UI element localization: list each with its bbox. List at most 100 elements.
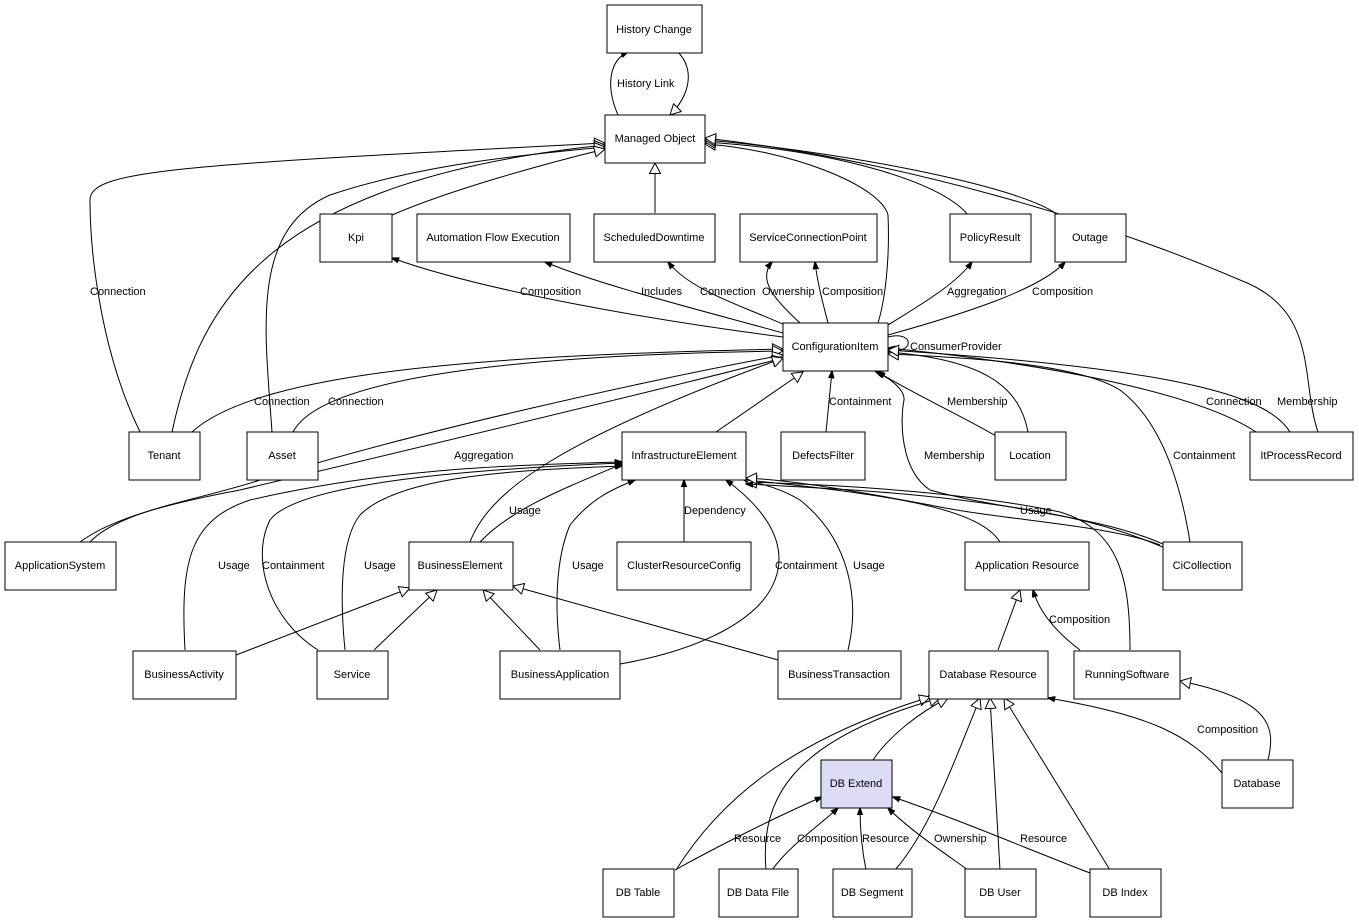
node-db-index[interactable]: DB Index — [1089, 868, 1162, 918]
node-label: BusinessElement — [418, 560, 503, 572]
edge-label: Usage — [218, 560, 250, 572]
node-outage[interactable]: Outage — [1054, 213, 1127, 263]
node-configuration-item[interactable]: ConfigurationItem — [782, 322, 889, 372]
edge-dbsegment-dbextend — [860, 808, 867, 871]
node-managed-object[interactable]: Managed Object — [604, 114, 706, 164]
edge-label: Connection — [254, 396, 310, 408]
node-policy-result[interactable]: PolicyResult — [949, 213, 1032, 263]
node-ci-collection[interactable]: CiCollection — [1162, 541, 1243, 591]
edge-label: Composition — [797, 833, 858, 845]
edge-ci-automation — [545, 262, 784, 334]
node-label: ConfigurationItem — [792, 341, 879, 353]
edge-businesstxn-businesselement — [513, 586, 779, 661]
node-label: Tenant — [147, 450, 180, 462]
edge-label: Containment — [1173, 450, 1235, 462]
node-label: CiCollection — [1173, 560, 1232, 572]
edge-businessapp-infra — [556, 480, 635, 651]
node-label: History Change — [616, 24, 692, 36]
nodes-layer: History Change Managed Object Kpi Automa… — [4, 4, 1354, 918]
edge-appsystem-ci-2 — [79, 358, 783, 543]
node-scheduled-downtime[interactable]: ScheduledDowntime — [593, 213, 716, 263]
node-business-transaction[interactable]: BusinessTransaction — [777, 650, 902, 700]
edge-label: Usage — [853, 560, 885, 572]
node-running-software[interactable]: RunningSoftware — [1073, 650, 1181, 700]
node-database-resource[interactable]: Database Resource — [928, 650, 1049, 700]
node-database[interactable]: Database — [1221, 759, 1294, 809]
edges-layer — [79, 52, 1319, 874]
node-label: BusinessTransaction — [788, 669, 890, 681]
node-application-resource[interactable]: Application Resource — [964, 541, 1090, 591]
edge-tenant-managedobject — [89, 143, 605, 433]
edge-label: Membership — [1277, 396, 1338, 408]
edge-dbindex-dbextend — [893, 797, 1091, 874]
edge-label: Dependency — [684, 505, 746, 517]
node-label: ItProcessRecord — [1260, 450, 1341, 462]
node-kpi[interactable]: Kpi — [319, 213, 393, 263]
node-automation-flow-execution[interactable]: Automation Flow Execution — [416, 213, 571, 263]
edge-label: Composition — [1049, 614, 1110, 626]
node-db-user[interactable]: DB User — [964, 868, 1037, 918]
node-defects-filter[interactable]: DefectsFilter — [780, 431, 866, 481]
edge-label: Ownership — [934, 833, 987, 845]
node-db-segment[interactable]: DB Segment — [832, 868, 913, 918]
node-label: BusinessActivity — [144, 669, 224, 681]
node-business-application[interactable]: BusinessApplication — [499, 650, 621, 700]
edge-businessactivity-businesselement — [235, 588, 410, 656]
edge-label: Composition — [1197, 724, 1258, 736]
edge-ci-outage — [887, 262, 1065, 336]
edge-label: ConsumerProvider — [910, 341, 1002, 353]
node-label: Location — [1009, 450, 1051, 462]
node-application-system[interactable]: ApplicationSystem — [4, 541, 117, 591]
edge-asset-ci — [292, 351, 783, 433]
node-service[interactable]: Service — [316, 650, 389, 700]
edge-dbuser-dbextend — [888, 808, 969, 871]
node-service-connection-point[interactable]: ServiceConnectionPoint — [739, 213, 878, 263]
node-business-element[interactable]: BusinessElement — [408, 541, 514, 591]
node-infrastructure-element[interactable]: InfrastructureElement — [621, 431, 747, 481]
node-db-data-file[interactable]: DB Data File — [718, 868, 799, 918]
node-label: DB Segment — [841, 887, 903, 899]
edge-dbindex-dbresource — [1004, 698, 1111, 871]
edge-service-infra-containment — [261, 463, 622, 651]
edge-dbresource-appresource — [997, 590, 1020, 651]
node-history-change[interactable]: History Change — [606, 4, 703, 54]
edge-cicollection-ci-2 — [888, 354, 1191, 543]
edge-database-runningsw — [1180, 681, 1272, 761]
edge-label: Connection — [328, 396, 384, 408]
node-asset[interactable]: Asset — [246, 431, 319, 481]
node-label: ServiceConnectionPoint — [749, 232, 866, 244]
edge-defects-ci — [825, 371, 832, 433]
edge-businessactivity-infra — [183, 462, 622, 651]
node-db-extend[interactable]: DB Extend — [820, 759, 893, 809]
edge-label: Usage — [509, 505, 541, 517]
node-label: Service — [334, 669, 371, 681]
edge-tenant-ci — [191, 349, 783, 433]
node-business-activity[interactable]: BusinessActivity — [132, 650, 237, 700]
edge-label: Usage — [572, 560, 604, 572]
edge-label: Aggregation — [454, 450, 513, 462]
edge-dbsegment-dbresource — [894, 698, 980, 871]
node-cluster-resource-config[interactable]: ClusterResourceConfig — [616, 541, 752, 591]
node-tenant[interactable]: Tenant — [128, 431, 201, 481]
node-label: DB Table — [616, 887, 660, 899]
edge-label: Composition — [1032, 286, 1093, 298]
edge-label: Connection — [1206, 396, 1262, 408]
node-db-table[interactable]: DB Table — [602, 868, 675, 918]
node-itprocess-record[interactable]: ItProcessRecord — [1249, 431, 1354, 481]
node-location[interactable]: Location — [994, 431, 1067, 481]
node-label: DB Index — [1102, 887, 1148, 899]
edge-labels-layer: History Link Connection Composition Incl… — [90, 78, 1338, 845]
node-label: ClusterResourceConfig — [627, 560, 741, 572]
edge-ci-scheduleddowntime — [668, 262, 786, 326]
edge-label: Usage — [364, 560, 396, 572]
edge-businessapp-infra-containment — [619, 480, 780, 665]
edge-policyresult-managedobject — [705, 142, 969, 216]
edge-ci-managedobject — [705, 144, 889, 324]
edge-itprocess-managedobject — [705, 138, 1319, 433]
edge-database-dbresource — [1048, 698, 1223, 774]
edge-history-link — [610, 52, 628, 116]
edge-businesselement-ci — [469, 358, 783, 543]
edge-label: Connection — [90, 286, 146, 298]
edge-runningsw-appresource — [1033, 590, 1081, 651]
